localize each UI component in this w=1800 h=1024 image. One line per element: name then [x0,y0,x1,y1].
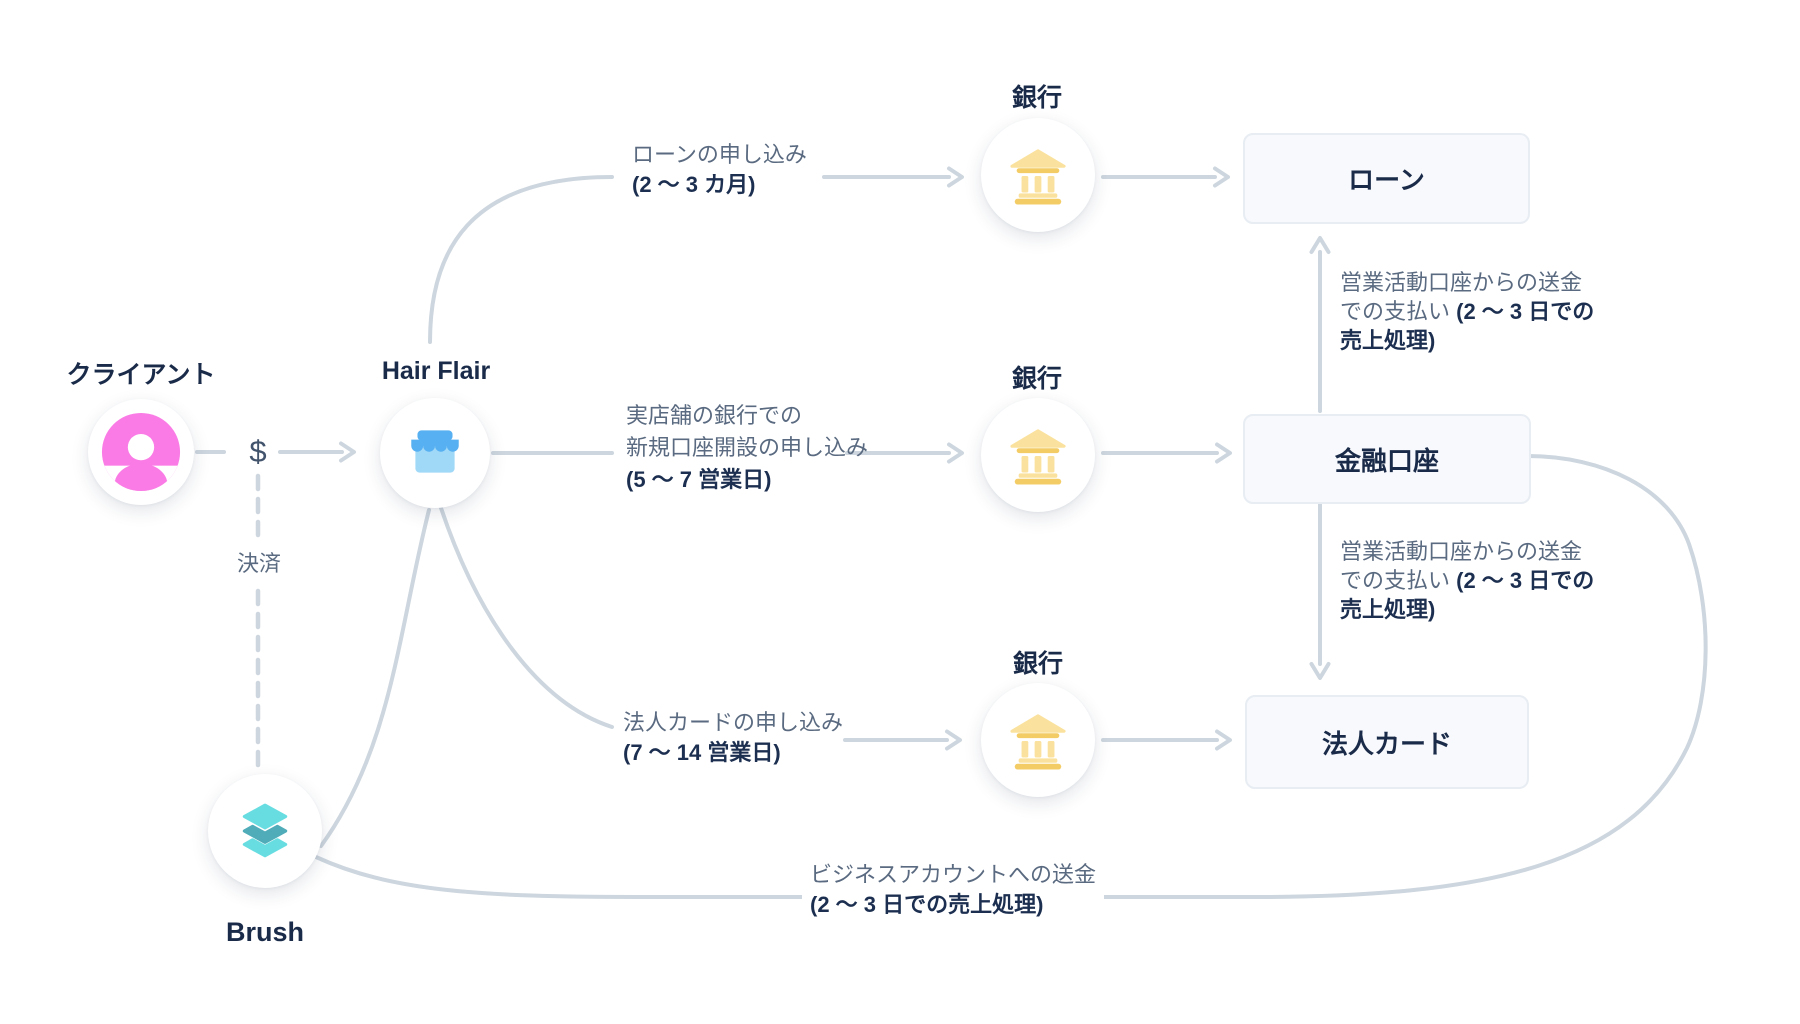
brush-node [208,774,322,888]
annotation-line: での支払い [1340,299,1457,324]
annotation-line: 実店舗の銀行での [626,403,803,428]
annotation-line: 売上処理) [1340,597,1436,622]
arrowhead-cardlabel-bankbottom [945,729,962,751]
annotation-line: (5 〜 7 営業日) [626,467,772,492]
annotation-payout: ビジネスアカウントへの送金 (2 〜 3 日での売上処理) [802,858,1105,922]
storefront-icon [411,430,459,473]
annotation-line: 新規口座開設の申し込み [626,435,869,460]
hairflair-label: Hair Flair [381,357,491,385]
annotation-line: (2 〜 3 日での売上処理) [810,892,1044,917]
bank-mid-label: 銀行 [1011,365,1063,393]
client-node [88,399,194,505]
curve-brush-accountbox [314,454,1708,899]
bank-icon [1010,714,1066,770]
annotation-line: 法人カードの申し込み [623,710,844,735]
curve-hairflair-cardlabel [439,506,614,729]
bank-bottom-label: 銀行 [1012,650,1064,678]
arrowhead-banktop-loanbox [1213,166,1230,188]
brush-label: Brush [225,917,305,947]
arrowhead-accountbox-loanbox [1309,236,1331,254]
curve-hairflair-loanlabel [428,175,614,344]
annotation-line: (2 〜 3 日での [1456,568,1595,593]
account-box: 金融口座 [1243,414,1531,504]
annotation-card-application: 法人カードの申し込み (7 〜 14 営業日) [623,708,843,768]
annotation-line: 売上処理) [1340,328,1436,353]
curve-hairflair-brush [319,508,431,848]
annotation-line: での支払い [1340,568,1457,593]
loan-box: ローン [1243,133,1530,224]
bank-mid-node [981,398,1095,512]
annotation-line: ローンの申し込み [632,142,807,167]
arrowhead-bankmid-accountbox [1215,442,1232,464]
annotation-loan-payment: 営業活動口座からの送金 での支払い (2 〜 3 日での 売上処理) [1340,268,1594,355]
arrowhead-accountlabel-bankmid [947,442,964,464]
arrowhead-dollar-hairflair [339,441,356,463]
annotation-line: (2 〜 3 日での [1456,299,1595,324]
annotation-account-application: 実店舗の銀行での 新規口座開設の申し込み (5 〜 7 営業日) [626,400,868,496]
person-icon [101,412,181,492]
annotation-loan-application: ローンの申し込み (2 〜 3 カ月) [632,140,807,200]
arrowhead-bankbottom-cardbox [1215,729,1232,751]
annotation-line: ビジネスアカウントへの送金 [810,862,1097,887]
annotation-line: 営業活動口座からの送金 [1340,539,1583,564]
annotation-line: (2 〜 3 カ月) [632,172,756,197]
annotation-card-payment: 営業活動口座からの送金 での支払い (2 〜 3 日での 売上処理) [1340,537,1594,624]
bank-bottom-node [981,683,1095,797]
annotation-line: (7 〜 14 営業日) [623,740,781,765]
bank-icon [1010,149,1066,205]
bank-icon [1010,429,1066,485]
account-box-label: 金融口座 [1334,445,1439,476]
arrowhead-loanlabel-banktop [947,166,964,188]
hairflair-node [380,398,490,508]
annotation-line: 営業活動口座からの送金 [1340,270,1583,295]
card-box-label: 法人カード [1321,728,1452,759]
bank-top-node [981,118,1095,232]
layers-icon [242,803,288,858]
payment-dollar-symbol: $ [249,434,267,469]
bank-top-label: 銀行 [1011,84,1063,112]
loan-box-label: ローン [1348,165,1425,195]
client-label: クライアント [66,361,216,389]
card-box: 法人カード [1245,695,1529,789]
settlement-label: 決済 [234,538,284,586]
arrowhead-accountbox-cardbox [1309,662,1331,680]
